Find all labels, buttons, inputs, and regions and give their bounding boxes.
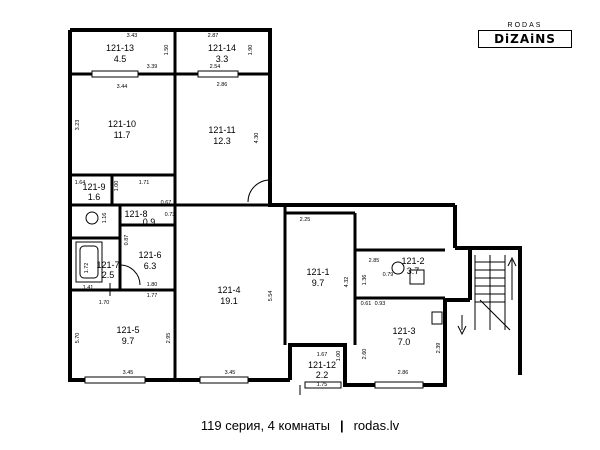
dimension: 1.16 <box>102 213 108 224</box>
room-id: 121-13 <box>106 43 134 53</box>
room-id: 121-2 <box>401 256 424 266</box>
dimension: 2.87 <box>208 33 219 39</box>
room-area: 3.3 <box>216 54 229 64</box>
room-id: 121-11 <box>208 125 235 135</box>
stairwell <box>457 246 522 375</box>
dimension: 2.60 <box>362 349 368 360</box>
logo-top-text: RODAS <box>507 22 543 29</box>
dimension: 0.93 <box>375 301 386 307</box>
dimension: 2.85 <box>369 258 380 264</box>
dimension: 2.86 <box>217 82 228 88</box>
dimension: 2.25 <box>300 217 311 223</box>
dimension: 0.61 <box>361 301 372 307</box>
room-id: 121-14 <box>208 43 236 53</box>
door-swings <box>109 179 301 395</box>
dimension: 2.39 <box>436 343 442 354</box>
room-area: 2.5 <box>102 270 115 280</box>
bathroom-fixtures <box>75 211 443 325</box>
dimension: 1.70 <box>99 300 110 306</box>
dimension: 3.39 <box>147 64 158 70</box>
room-area: 3.7 <box>407 266 420 276</box>
dimension: 5.54 <box>268 291 274 302</box>
dimension: 1.41 <box>83 285 94 291</box>
room-area: 6.3 <box>144 261 157 271</box>
room-area: 11.7 <box>114 130 131 140</box>
dimension: 0.87 <box>124 235 130 246</box>
dimension: 1.64 <box>75 180 86 186</box>
caption: 119 серия, 4 комнаты | rodas.lv <box>0 418 600 433</box>
room-id: 121-10 <box>108 119 136 129</box>
dimension: 4.30 <box>254 133 260 144</box>
room-area: 19.1 <box>220 296 238 306</box>
room-labels: 121-13 4.5 121-14 3.3 121-10 11.7 121-11… <box>82 43 424 380</box>
dimension: 1.00 <box>114 181 120 192</box>
room-area: 7.0 <box>398 337 411 347</box>
room-area: 2.2 <box>316 370 329 380</box>
dimension: 4.32 <box>344 277 350 288</box>
dimension: 3.45 <box>123 370 134 376</box>
room-area: 9.7 <box>312 278 325 288</box>
windows <box>84 70 424 389</box>
dimension: 2.95 <box>166 333 172 344</box>
room-id: 121-1 <box>306 267 329 277</box>
room-id: 121-9 <box>82 182 105 192</box>
dimension: 3.44 <box>117 84 128 90</box>
dimension: 3.45 <box>225 370 236 376</box>
dimension: 2.86 <box>398 370 409 376</box>
dimension: 2.54 <box>210 64 221 70</box>
dimension: 1.71 <box>139 180 150 186</box>
room-area: 12.3 <box>213 136 231 146</box>
room-id: 121-12 <box>308 360 336 370</box>
dimension: 1.90 <box>248 45 254 56</box>
caption-site: rodas.lv <box>353 418 400 433</box>
dimension-labels: 3.43 2.87 3.39 2.54 1.50 1.90 3.44 2.86 … <box>75 33 442 388</box>
toilet-icon <box>391 261 405 275</box>
dimension: 1.00 <box>336 351 342 362</box>
dimension: 1.72 <box>84 263 90 274</box>
dimension: 0.73 <box>165 212 176 218</box>
caption-series: 119 серия, 4 комнаты <box>200 418 330 433</box>
room-area: 9.7 <box>122 336 135 346</box>
dimension: 3.43 <box>127 33 138 39</box>
room-area: 1.6 <box>88 192 101 202</box>
toilet-icon <box>85 211 99 225</box>
room-id: 121-5 <box>116 325 139 335</box>
room-id: 121-7 <box>96 260 119 270</box>
room-id: 121-4 <box>217 285 240 295</box>
logo-main-text: DiZAiNS <box>478 30 572 48</box>
dimension: 3.23 <box>75 120 81 131</box>
caption-separator: | <box>339 418 344 433</box>
brand-logo: RODAS DiZAiNS <box>478 22 572 48</box>
dimension: 0.67 <box>161 200 172 206</box>
room-area: 4.5 <box>114 54 127 64</box>
dimension: 1.75 <box>317 382 328 388</box>
room-id: 121-3 <box>392 326 415 336</box>
dimension: 1.67 <box>317 352 328 358</box>
room-id: 121-6 <box>138 250 161 260</box>
dimension: 5.70 <box>75 333 81 344</box>
dimension: 1.77 <box>147 293 158 299</box>
room-area: 0.9 <box>143 217 156 227</box>
bathtub-icon <box>75 241 103 283</box>
room-id: 121-8 <box>124 209 147 219</box>
dimension: 1.36 <box>362 275 368 286</box>
dimension: 0.79 <box>383 272 394 278</box>
dimension: 1.80 <box>147 282 158 288</box>
dimension: 1.50 <box>164 45 170 56</box>
floor-plan: 121-13 4.5 121-14 3.3 121-10 11.7 121-11… <box>68 28 522 395</box>
